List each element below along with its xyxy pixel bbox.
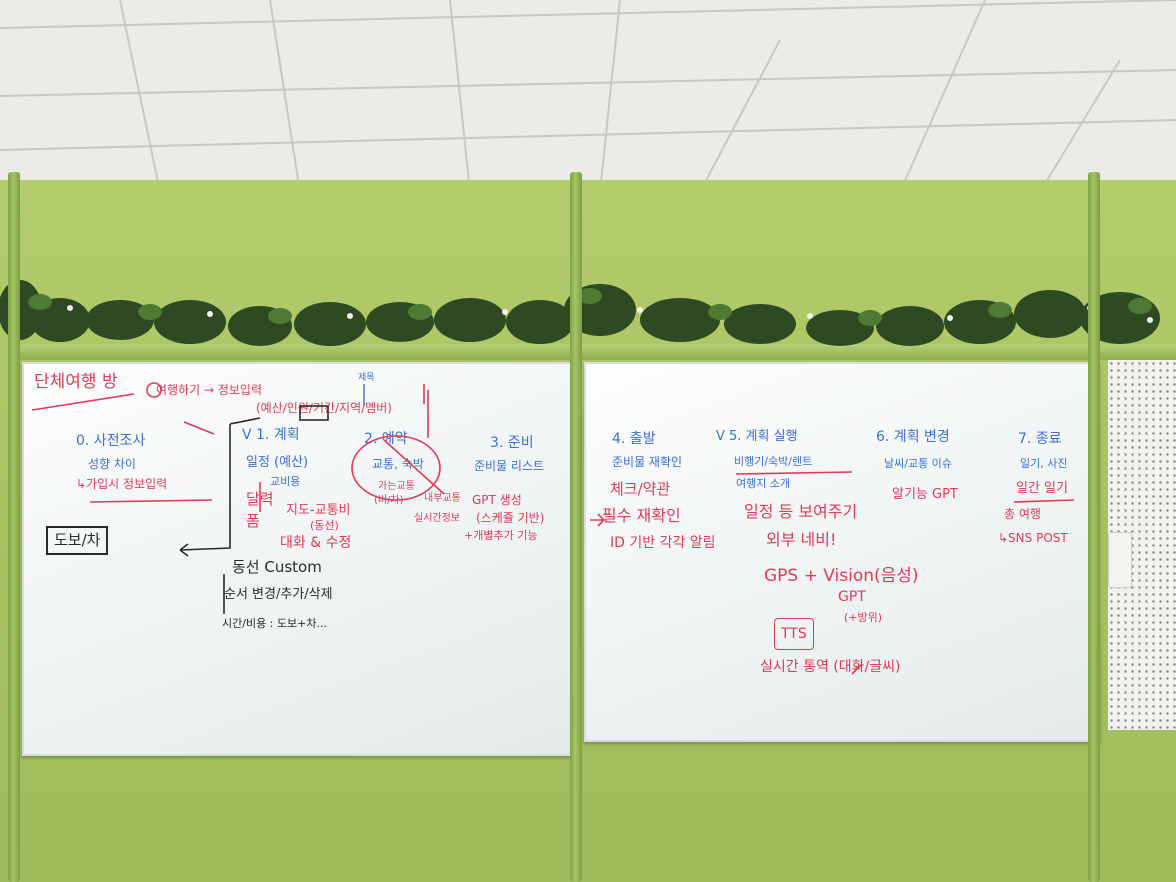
s1-title: V 1. 계획 [242,427,300,443]
s0-item1: 성향 차이 [88,457,136,471]
wall-socket [1108,532,1132,588]
green-pole-center [570,172,582,882]
s7-item3: 총 여행 [1004,507,1041,521]
s3-item3: (스케쥴 기반) [476,511,545,525]
green-pole-left [8,172,20,882]
custom-route-note: 동선 Custom [232,558,322,576]
s5-item7: (+방위) [844,611,883,624]
ivy-plants [0,280,1160,346]
s4-item2: 체크/약관 [610,480,671,498]
s7-item4: ↳SNS POST [998,531,1068,545]
planter-shelf [20,344,1176,360]
s1-note2: (비/차) [374,495,404,506]
s5-item5: GPS + Vision(음성) [764,566,919,586]
top-small-note: 제목 [358,373,375,383]
s5-item8: TTS [774,618,814,650]
s1-item1: 일정 (예산) [246,455,309,470]
s6-item1: 날씨/교통 이슈 [884,457,952,470]
s6-title: 6. 계획 변경 [876,429,950,445]
green-pole-right [1088,172,1100,882]
s1-note1: 가는교통 [378,481,415,492]
left-board-annotations [31,382,445,614]
s4-title: 4. 출발 [612,431,656,447]
board-title: 단체여행 방 [34,372,118,392]
s0-item2: ↳가입시 정보입력 [76,477,168,491]
s4-item3: 필수 재확인 [602,506,681,525]
s1-item7: 대화 & 수정 [280,535,352,551]
s3-item2: GPT 생성 [472,493,522,507]
s3-item4: +개별추가 기능 [464,529,538,542]
s7-item1: 일기, 사진 [1020,457,1068,470]
s0-title: 0. 사전조사 [76,433,146,449]
s0-box: 도보/차 [46,526,109,555]
s1-item5: 지도-교통비 [286,503,351,518]
left-whiteboard: 단체여행 방 여행하기 → 정보입력 (예산/인원/기간/지역/멤버) 제목 0… [22,362,574,756]
ceiling-tile-grid [0,0,1176,192]
s3-item1: 준비물 리스트 [474,459,545,473]
s1-item4: 폼 [246,512,260,530]
s4-item1: 준비물 재확인 [612,455,683,469]
s5-item9: 실시간 통역 (대화/글씨) [760,659,901,675]
time-cost-note: 시간/비용 : 도보+차... [222,617,327,630]
top-note: (예산/인원/기간/지역/멤버) [256,401,392,415]
s5-item2: 여행지 소개 [736,477,791,490]
s7-title: 7. 종료 [1018,431,1062,447]
ceiling [0,0,1176,192]
s5-item1: 비행기/숙박/렌트 [734,455,813,468]
s1-note4: 실시간정보 [414,513,460,524]
title-note: 여행하기 → 정보입력 [156,383,263,397]
right-whiteboard: 4. 출발 준비물 재확인 체크/약관 필수 재확인 ID 기반 각각 알림 V… [584,362,1100,742]
s3-title: 3. 준비 [490,435,534,451]
s1-item2: 교비용 [270,475,301,488]
s7-item2: 일간 일기 [1016,481,1068,496]
right-board-annotations [590,471,1075,675]
s5-title: V 5. 계획 실행 [716,429,798,444]
s5-item3: 일정 등 보여주기 [744,502,858,521]
s5-item6: GPT [838,589,866,605]
order-edit-note: 순서 변경/추가/삭제 [224,587,333,602]
s1-note3: 내부교통 [424,493,461,504]
s6-item2: 알기능 GPT [892,487,958,502]
s2-item1: 교통, 숙박 [372,457,424,471]
s1-item6: (동선) [310,519,339,532]
s4-item4: ID 기반 각각 알림 [610,535,716,551]
s5-item4: 외부 네비! [766,530,837,549]
